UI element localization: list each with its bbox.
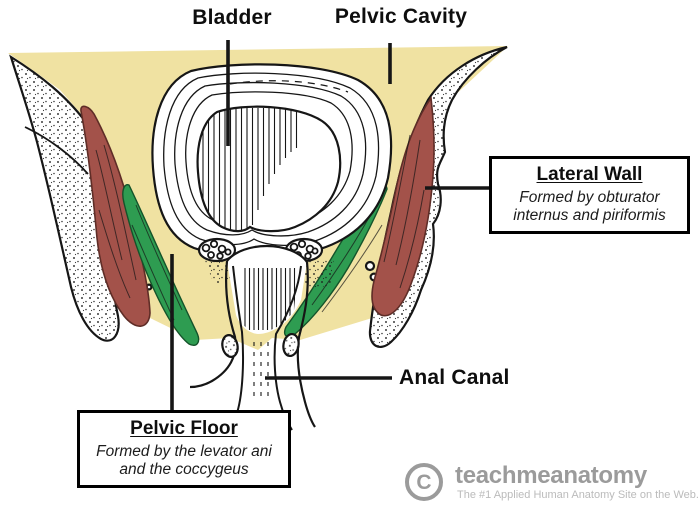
vessel-bundle-left — [197, 237, 237, 263]
copyright-icon: C — [405, 463, 443, 501]
levator-ani-left-muscle — [122, 184, 200, 346]
lateral-wall-callout: Lateral Wall Formed by obturator internu… — [489, 156, 690, 235]
pelvic-floor-callout: Pelvic Floor Formed by the levator ani a… — [77, 410, 291, 489]
pelvic-cavity-label: Pelvic Cavity — [334, 5, 468, 28]
lateral-wall-description: Formed by obturator internus and pirifor… — [513, 188, 666, 225]
obturator-internus-left-muscle — [80, 105, 151, 327]
anal-canal-hatching — [244, 268, 296, 330]
left-hip-bone — [9, 54, 159, 342]
pelvic-floor-title: Pelvic Floor — [130, 418, 238, 439]
pelvic-floor-description: Formed by the levator ani and the coccyg… — [96, 442, 272, 479]
watermark-brand: teachmeanatomy — [455, 462, 647, 489]
bladder-label: Bladder — [192, 6, 272, 29]
anal-canal-illustration — [189, 244, 334, 431]
obturator-internus-right-muscle — [371, 95, 435, 317]
anal-canal-label: Anal Canal — [399, 366, 510, 389]
watermark-tagline: The #1 Applied Human Anatomy Site on the… — [457, 489, 698, 501]
bladder-illustration — [151, 63, 393, 256]
lateral-wall-title: Lateral Wall — [536, 164, 643, 185]
bladder-hatching — [202, 108, 298, 232]
